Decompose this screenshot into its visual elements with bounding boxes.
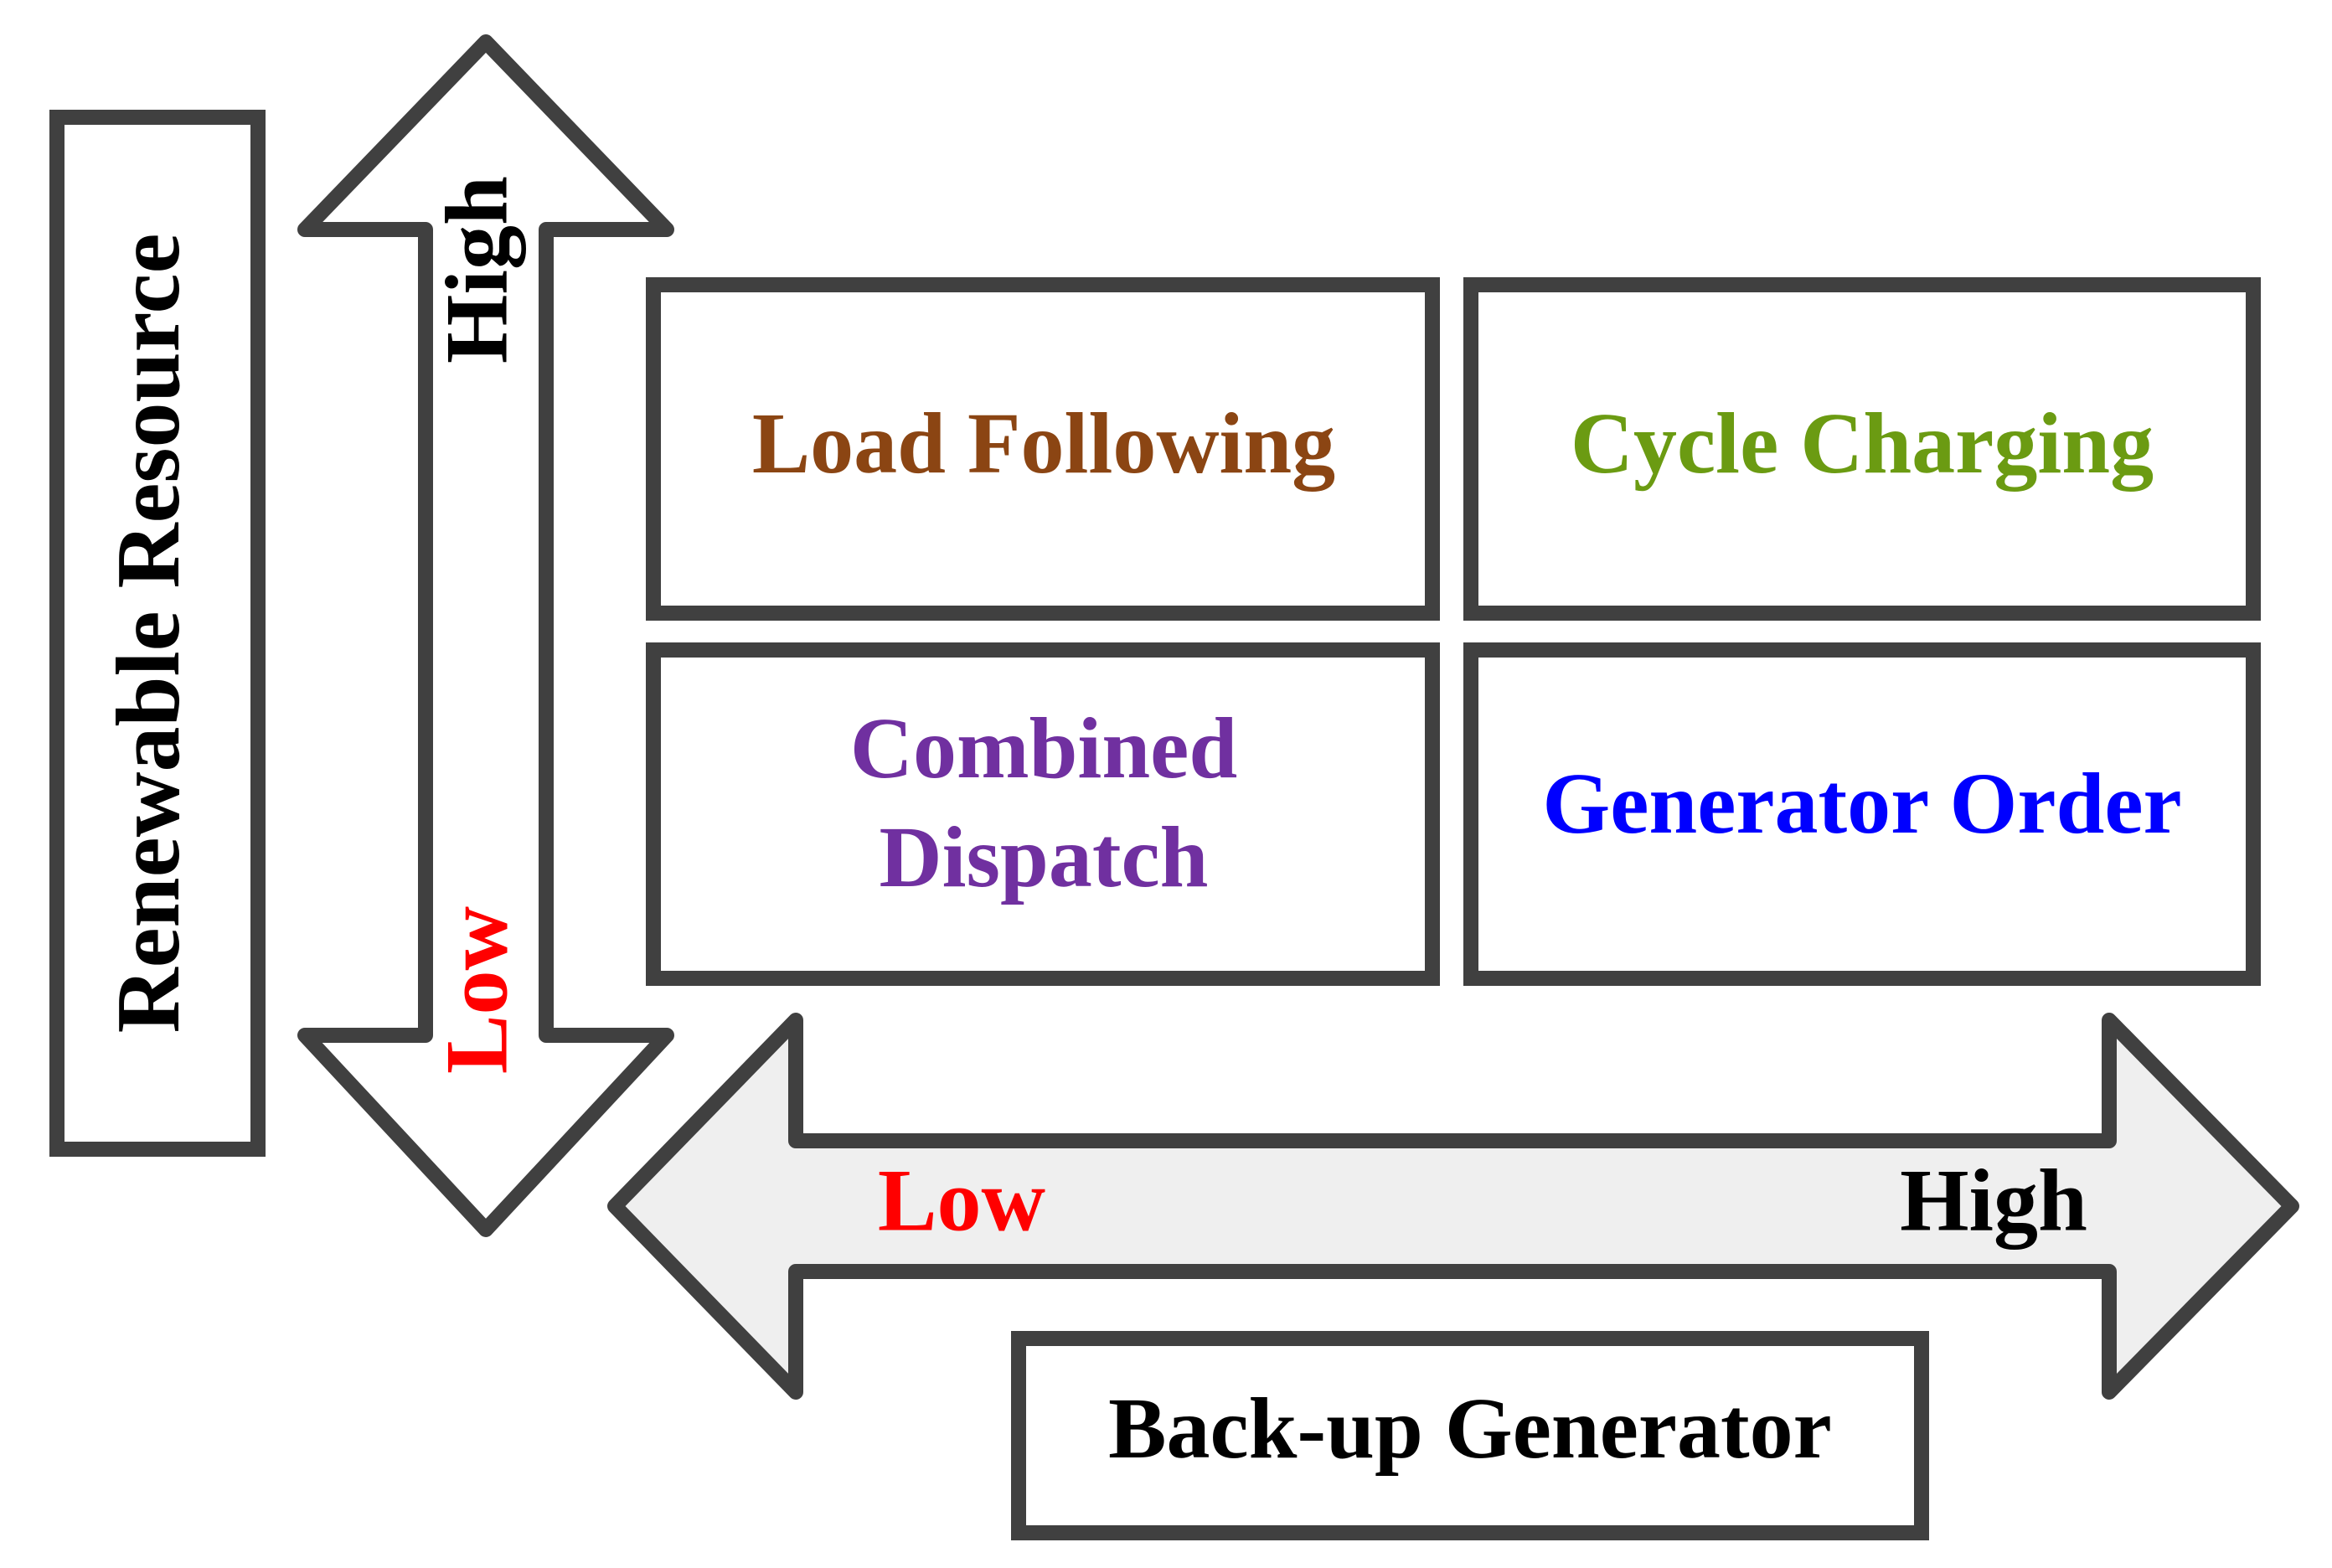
x-axis-low-label: Low: [878, 1151, 1045, 1249]
quadrant-bottom-right-box: [1463, 642, 2261, 986]
generator-order-label: Generator Order: [1542, 756, 2181, 852]
combined-dispatch-label-line1: Combined: [850, 700, 1237, 797]
combined-dispatch-label-line2: Dispatch: [880, 809, 1209, 905]
y-axis-title: Renewable Resource: [99, 234, 199, 1034]
x-axis-arrow: [607, 1013, 2299, 1400]
quadrant-bottom-left-box: [646, 642, 1440, 986]
cycle-charging-label: Cycle Charging: [1571, 395, 2154, 492]
y-axis-low-label: Low: [427, 906, 525, 1074]
y-axis-high-label: High: [427, 176, 525, 364]
quadrant-top-left-box: [646, 277, 1440, 621]
y-axis-arrow: [297, 34, 674, 1237]
load-following-label: Load Following: [752, 395, 1335, 492]
x-axis-high-label: High: [1900, 1151, 2087, 1249]
y-axis-title-box: [49, 110, 266, 1157]
quadrant-top-right-box: [1463, 277, 2261, 621]
x-axis-title-box: [1011, 1331, 1929, 1540]
x-axis-title: Back-up Generator: [1108, 1380, 1832, 1477]
